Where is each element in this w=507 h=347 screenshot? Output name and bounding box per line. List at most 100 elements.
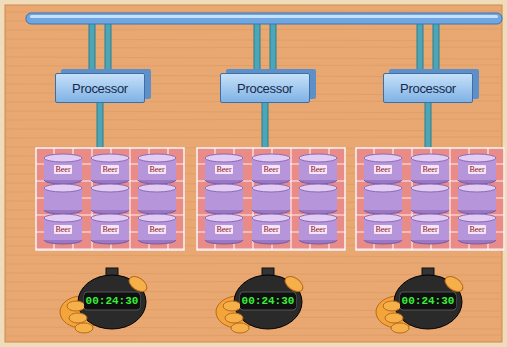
can-top xyxy=(458,154,496,162)
pipe xyxy=(417,22,423,74)
can-top xyxy=(299,214,337,222)
cage-border xyxy=(356,148,504,250)
grid-line xyxy=(129,148,130,250)
cage-back xyxy=(36,148,184,250)
can-top xyxy=(138,184,176,192)
grain-line xyxy=(6,11,501,12)
processor-box: Processor xyxy=(220,73,310,103)
beer-can xyxy=(299,214,337,244)
timer-readout: 00:24:30 xyxy=(400,295,457,308)
beer-can xyxy=(44,184,82,214)
pipe xyxy=(105,22,111,74)
can-top xyxy=(411,154,449,162)
thumb xyxy=(442,273,465,294)
pipe xyxy=(262,102,268,150)
grain-line xyxy=(6,255,501,257)
beer-can xyxy=(205,214,243,244)
can-top xyxy=(252,214,290,222)
beer-cage xyxy=(197,148,345,250)
can-label: Beer xyxy=(101,225,118,234)
can-top xyxy=(205,154,243,162)
beer-can xyxy=(252,154,290,184)
finger xyxy=(383,301,401,311)
can-top xyxy=(364,154,402,162)
beer-can xyxy=(364,154,402,184)
bus-pipe xyxy=(26,13,502,24)
beer-can xyxy=(44,214,82,244)
can-top xyxy=(91,214,129,222)
wood-grain xyxy=(6,11,501,336)
beer-can xyxy=(91,214,129,244)
beer-can xyxy=(138,214,176,244)
can-top xyxy=(138,214,176,222)
wood-ground xyxy=(5,5,502,342)
can-label: Beer xyxy=(374,225,391,234)
timer-readout: 00:24:30 xyxy=(240,295,297,308)
can-top xyxy=(458,214,496,222)
beer-can xyxy=(364,184,402,214)
beer-can xyxy=(411,184,449,214)
can-label: Beer xyxy=(148,225,165,234)
can-label: Beer xyxy=(215,225,232,234)
pipe xyxy=(89,22,95,74)
beer-can xyxy=(205,154,243,184)
finger xyxy=(231,323,249,333)
finger xyxy=(69,313,87,323)
beer-can xyxy=(364,214,402,244)
can-top xyxy=(252,184,290,192)
beer-can xyxy=(411,154,449,184)
can-top xyxy=(91,154,129,162)
can-label: Beer xyxy=(215,165,232,174)
thumb xyxy=(126,273,149,294)
pipe xyxy=(425,102,431,150)
stopwatch-hand xyxy=(60,268,150,333)
processor-label: Processor xyxy=(72,81,128,96)
watch-display xyxy=(84,292,140,310)
can-top xyxy=(458,184,496,192)
beer-cage xyxy=(36,148,184,250)
can-label: Beer xyxy=(54,225,71,234)
beer-can xyxy=(458,214,496,244)
processor-label: Processor xyxy=(237,81,293,96)
beer-can xyxy=(299,154,337,184)
grain-line xyxy=(6,335,501,336)
can-top xyxy=(205,214,243,222)
finger xyxy=(67,301,85,311)
can-label: Beer xyxy=(468,165,485,174)
grain-line xyxy=(6,263,501,264)
watch-display xyxy=(240,292,296,310)
can-label: Beer xyxy=(374,165,391,174)
finger xyxy=(385,313,403,323)
processor-label: Processor xyxy=(400,81,456,96)
can-label: Beer xyxy=(468,225,485,234)
watch-display xyxy=(400,292,456,310)
beer-cage xyxy=(356,148,504,250)
beer-can xyxy=(299,184,337,214)
cage-back xyxy=(197,148,345,250)
cage-border xyxy=(36,148,184,250)
pipe xyxy=(254,22,260,74)
beer-can xyxy=(138,154,176,184)
can-label: Beer xyxy=(309,165,326,174)
can-label: Beer xyxy=(421,225,438,234)
processor-box: Processor xyxy=(383,73,473,103)
finger xyxy=(75,323,93,333)
stopwatch-hand xyxy=(216,268,306,333)
can-label: Beer xyxy=(421,165,438,174)
beer-can xyxy=(411,214,449,244)
thumb xyxy=(282,273,305,294)
can-top xyxy=(205,184,243,192)
cage-border xyxy=(197,148,345,250)
can-top xyxy=(411,214,449,222)
can-top xyxy=(364,214,402,222)
beer-can xyxy=(252,214,290,244)
grid-line xyxy=(290,148,291,250)
can-label: Beer xyxy=(148,165,165,174)
can-label: Beer xyxy=(101,165,118,174)
finger xyxy=(223,301,241,311)
can-top xyxy=(44,154,82,162)
can-label: Beer xyxy=(262,165,279,174)
